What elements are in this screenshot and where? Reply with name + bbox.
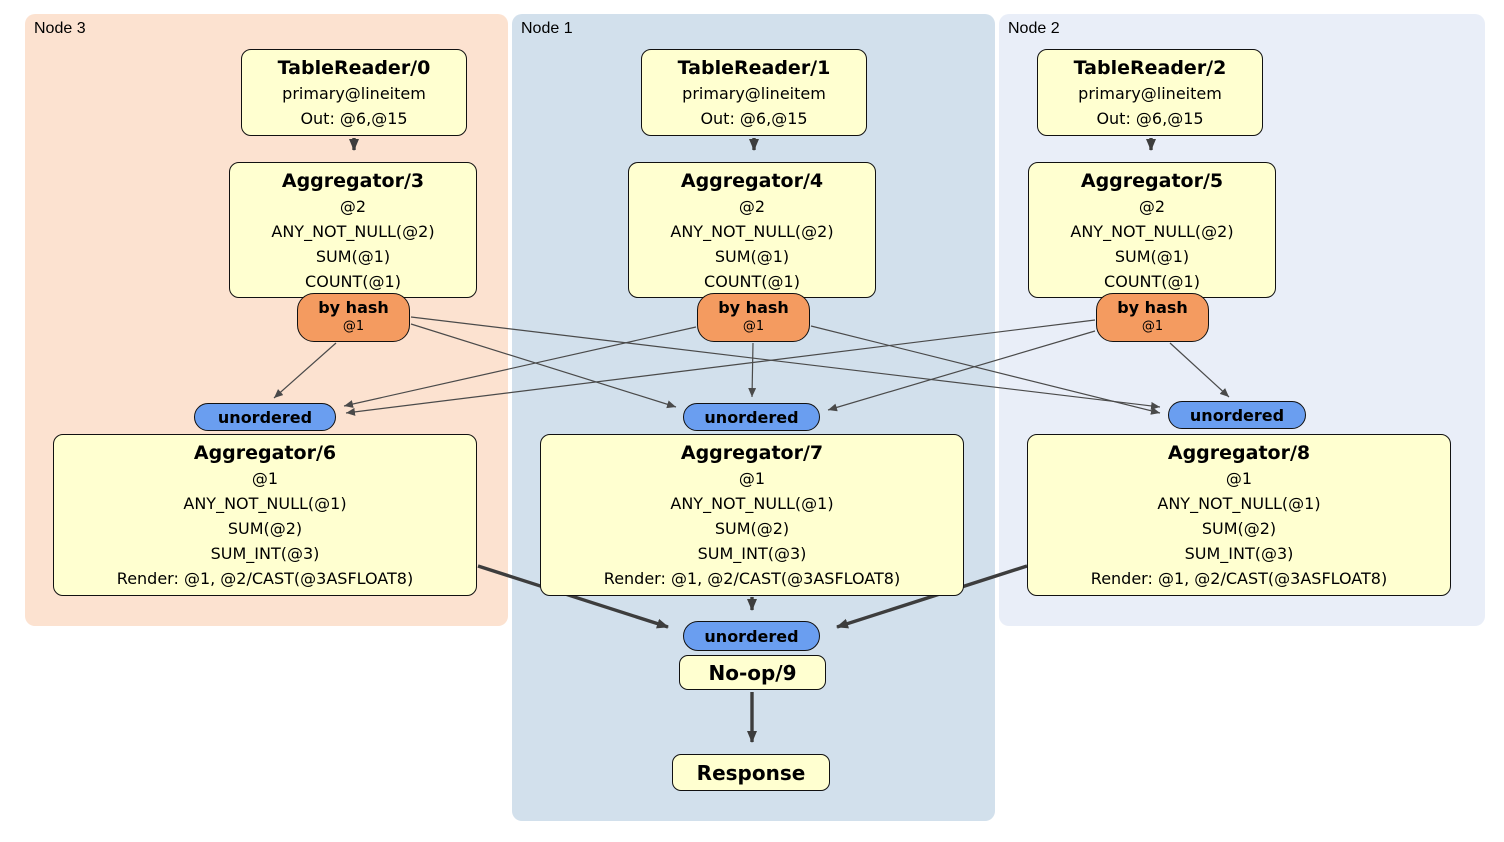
aggregator8-title: Aggregator/8: [1167, 442, 1311, 464]
aggregator7-line: Render: @1, @2/CAST(@3ASFLOAT8): [603, 569, 901, 588]
aggregator4-line: ANY_NOT_NULL(@2): [670, 222, 834, 241]
edge-hash5-to-unordered8: [1169, 342, 1230, 398]
aggregator6-title: Aggregator/6: [193, 442, 337, 464]
aggregator4-line: @2: [738, 197, 766, 216]
edge-aggregator6-to-unordered9: [477, 564, 669, 629]
response-title: Response: [696, 760, 806, 785]
unordered8-sync: unordered: [1168, 401, 1306, 429]
unordered7-sync: unordered: [683, 403, 820, 431]
aggregator6-line: Render: @1, @2/CAST(@3ASFLOAT8): [116, 569, 414, 588]
aggregator7-line: SUM(@2): [714, 519, 790, 538]
aggregator7-line: @1: [738, 469, 766, 488]
tablereader2-box: TableReader/2 primary@lineitem Out: @6,@…: [1037, 49, 1263, 136]
edge-hash5-to-unordered7: [827, 330, 1096, 412]
unordered8-sync-label: unordered: [1189, 405, 1285, 425]
tablereader0-line: Out: @6,@15: [300, 109, 408, 128]
aggregator8-line: Render: @1, @2/CAST(@3ASFLOAT8): [1090, 569, 1388, 588]
aggregator3-line: COUNT(@1): [305, 272, 401, 291]
response-box: Response: [672, 754, 830, 791]
aggregator5-line: SUM(@1): [1114, 247, 1190, 266]
aggregator7-line: SUM_INT(@3): [697, 544, 807, 563]
noop9-title: No-op/9: [708, 660, 797, 685]
aggregator4-line: COUNT(@1): [704, 272, 800, 291]
aggregator4-title: Aggregator/4: [680, 170, 824, 192]
tablereader2-line: primary@lineitem: [1078, 84, 1222, 103]
aggregator8-box: Aggregator/8 @1 ANY_NOT_NULL(@1) SUM(@2)…: [1027, 434, 1451, 596]
edge-hash4-to-unordered8: [810, 325, 1161, 415]
tablereader0-title: TableReader/0: [277, 57, 431, 79]
tablereader1-line: primary@lineitem: [682, 84, 826, 103]
aggregator5-title: Aggregator/5: [1080, 170, 1224, 192]
edge-hash5-to-unordered6: [345, 319, 1096, 416]
aggregator3-title: Aggregator/3: [281, 170, 425, 192]
hash3-router-label: by hash: [318, 298, 389, 317]
tablereader0-box: TableReader/0 primary@lineitem Out: @6,@…: [241, 49, 467, 136]
hash3-router-detail: @1: [342, 319, 365, 334]
aggregator6-box: Aggregator/6 @1 ANY_NOT_NULL(@1) SUM(@2)…: [53, 434, 477, 596]
unordered9-sync-label: unordered: [704, 626, 799, 646]
aggregator5-line: COUNT(@1): [1104, 272, 1200, 291]
aggregator3-box: Aggregator/3 @2 ANY_NOT_NULL(@2) SUM(@1)…: [229, 162, 477, 298]
aggregator3-line: ANY_NOT_NULL(@2): [271, 222, 435, 241]
unordered9-sync: unordered: [683, 621, 820, 651]
aggregator6-line: ANY_NOT_NULL(@1): [183, 494, 347, 513]
aggregator7-title: Aggregator/7: [680, 442, 824, 464]
tablereader2-title: TableReader/2: [1073, 57, 1227, 79]
node1-region-label: Node 1: [521, 20, 573, 37]
aggregator5-box: Aggregator/5 @2 ANY_NOT_NULL(@2) SUM(@1)…: [1028, 162, 1276, 298]
hash4-router-label: by hash: [718, 298, 789, 317]
aggregator7-line: ANY_NOT_NULL(@1): [670, 494, 834, 513]
aggregator4-line: SUM(@1): [714, 247, 790, 266]
aggregator3-line: SUM(@1): [315, 247, 391, 266]
unordered7-sync-label: unordered: [704, 407, 799, 427]
hash3-router: by hash @1: [297, 293, 410, 342]
hash5-router-detail: @1: [1141, 319, 1164, 334]
unordered6-sync: unordered: [194, 403, 336, 431]
hash5-router-label: by hash: [1117, 298, 1188, 317]
tablereader1-line: Out: @6,@15: [700, 109, 808, 128]
hash4-router-detail: @1: [742, 319, 765, 334]
edge-hash4-to-unordered7: [748, 342, 757, 398]
node2-region-label: Node 2: [1008, 20, 1060, 37]
aggregator5-line: @2: [1138, 197, 1166, 216]
tablereader1-title: TableReader/1: [677, 57, 831, 79]
edge-hash3-to-unordered8: [410, 316, 1161, 410]
edge-hash3-to-unordered7: [410, 323, 677, 409]
edge-aggregator8-to-unordered9: [836, 564, 1028, 629]
hash5-router: by hash @1: [1096, 293, 1209, 342]
noop9-box: No-op/9: [679, 655, 826, 690]
aggregator3-line: @2: [339, 197, 367, 216]
hash4-router: by hash @1: [697, 293, 810, 342]
aggregator8-line: ANY_NOT_NULL(@1): [1157, 494, 1321, 513]
aggregator8-line: SUM(@2): [1201, 519, 1277, 538]
edge-hash4-to-unordered6: [343, 326, 697, 408]
aggregator7-box: Aggregator/7 @1 ANY_NOT_NULL(@1) SUM(@2)…: [540, 434, 964, 596]
edge-hash3-to-unordered6: [273, 342, 337, 399]
node3-region-label: Node 3: [34, 20, 86, 37]
aggregator4-box: Aggregator/4 @2 ANY_NOT_NULL(@2) SUM(@1)…: [628, 162, 876, 298]
tablereader0-line: primary@lineitem: [282, 84, 426, 103]
tablereader2-line: Out: @6,@15: [1096, 109, 1204, 128]
aggregator6-line: SUM_INT(@3): [210, 544, 320, 563]
unordered6-sync-label: unordered: [217, 407, 313, 427]
aggregator5-line: ANY_NOT_NULL(@2): [1070, 222, 1234, 241]
aggregator6-line: @1: [251, 469, 279, 488]
tablereader1-box: TableReader/1 primary@lineitem Out: @6,@…: [641, 49, 867, 136]
aggregator8-line: SUM_INT(@3): [1184, 544, 1294, 563]
aggregator8-line: @1: [1225, 469, 1253, 488]
aggregator6-line: SUM(@2): [227, 519, 303, 538]
